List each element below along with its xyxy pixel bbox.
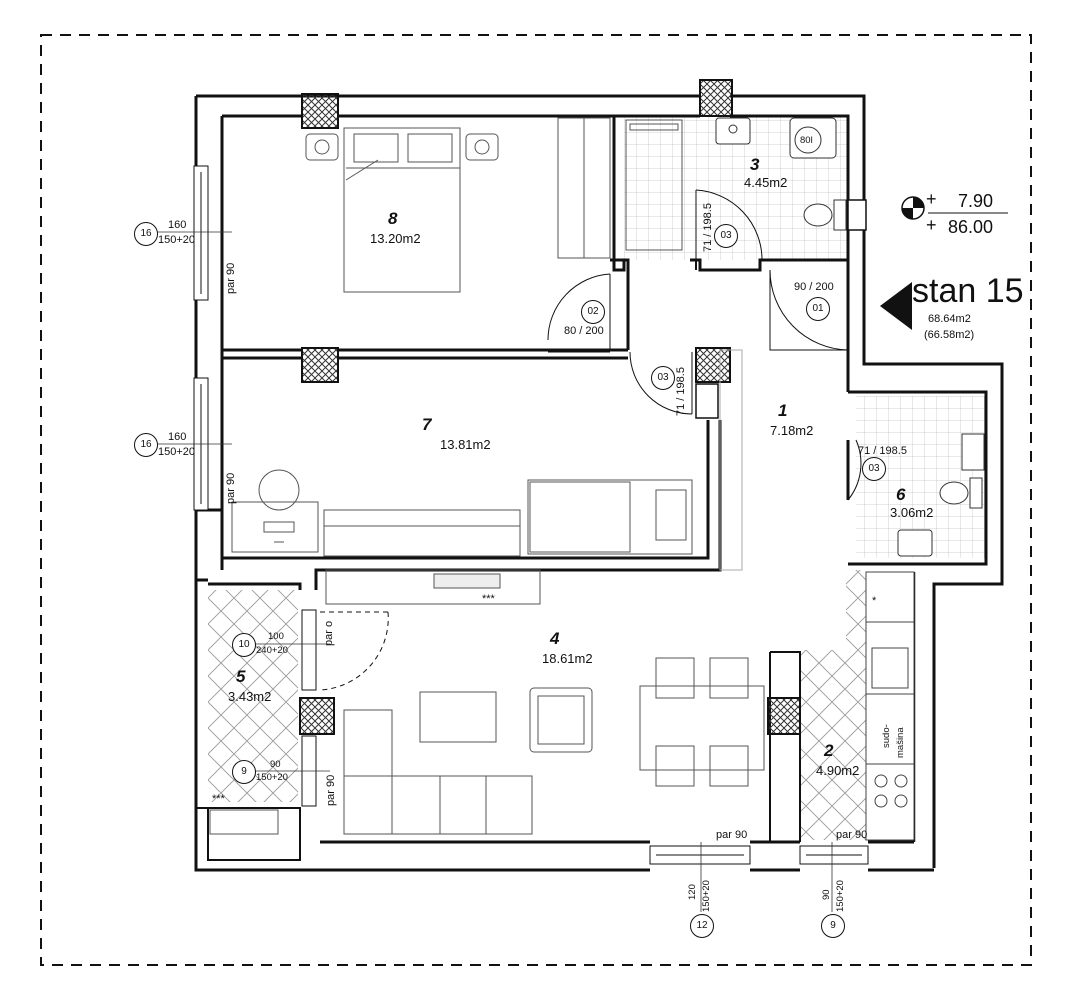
room-1-number: 1 (778, 401, 788, 420)
window-10-size: 100 (268, 631, 284, 642)
window-16b-height: 150+20 (158, 446, 196, 458)
window-16a-tag: 16 (134, 222, 158, 246)
door-02-size: 80 / 200 (564, 325, 604, 337)
room-5-number: 5 (236, 667, 246, 686)
window-16b-sill: par 90 (225, 472, 237, 504)
tag-leaders (155, 231, 833, 912)
room-3-number: 3 (750, 155, 760, 174)
boiler-label: 80l (800, 135, 813, 146)
window-9-kitchen-sill: par 90 (836, 829, 868, 841)
window-10-sill: par o (323, 620, 335, 646)
window-16a-size: 160 (168, 219, 187, 231)
unit-title: stan 15 (912, 272, 1024, 310)
door-02-tag: 02 (581, 300, 605, 324)
room-4-number: 4 (550, 629, 560, 648)
windows-frames (193, 165, 869, 865)
room-6-area: 3.06m2 (890, 505, 934, 520)
living-room-furniture (325, 569, 765, 835)
level-marker (901, 196, 1008, 220)
room-2-number: 2 (824, 741, 834, 760)
unit-area-net: 68.64m2 (928, 313, 971, 325)
door-01-size: 90 / 200 (794, 281, 834, 293)
entrance-arrow (880, 282, 912, 330)
balcony-bench (209, 809, 279, 835)
tv-marks: *** (482, 593, 495, 605)
dishwasher-label-1: sudo- (881, 724, 892, 748)
balcony-marks: *** (212, 793, 225, 805)
level-value-1: 7.90 (958, 191, 994, 211)
room-5-area: 3.43m2 (228, 689, 272, 704)
window-10-height: 240+20 (256, 645, 288, 656)
window-9-balcony-height: 150+20 (256, 772, 288, 783)
room-7-furniture (231, 349, 743, 571)
columns (299, 79, 801, 735)
walls (194, 94, 1004, 872)
door-swings (319, 189, 862, 691)
window-16a-height: 150+20 (158, 234, 196, 246)
door-01-tag: 01 (806, 297, 830, 321)
window-12-height: 150+20 (701, 880, 712, 912)
dishwasher-label-2: mašina (895, 727, 906, 758)
window-12-tag: 12 (690, 914, 714, 938)
shaft (847, 199, 867, 231)
window-16b-tag: 16 (134, 433, 158, 457)
room-8-area: 13.20m2 (370, 231, 421, 246)
site-boundary (40, 34, 1032, 966)
kitchen-tile (800, 650, 866, 840)
window-9-kitchen-size: 90 (821, 889, 832, 900)
window-10-tag: 10 (232, 633, 256, 657)
bedroom-8-furniture (305, 117, 683, 293)
window-9-kitchen-tag: 9 (821, 914, 845, 938)
room-1-area: 7.18m2 (770, 423, 814, 438)
kitchen-mark: * (872, 595, 877, 607)
door-03-wc-tag: 03 (862, 457, 886, 481)
room-4-area: 18.61m2 (542, 651, 593, 666)
window-9-balcony-tag: 9 (232, 760, 256, 784)
window-9-balcony-sill: par 90 (325, 774, 337, 806)
door-03-room7-tag: 03 (651, 366, 675, 390)
door-03-wc-size: 71 / 198.5 (858, 445, 907, 457)
window-9-kitchen-height: 150+20 (835, 880, 846, 912)
door-03-bath-size: 71 / 198.5 (702, 203, 714, 252)
window-16a-sill: par 90 (225, 262, 237, 294)
window-12-sill: par 90 (716, 829, 748, 841)
room-6-number: 6 (896, 485, 906, 504)
bathroom-3-fixtures (715, 117, 847, 231)
kitchen-entry-tile (846, 570, 866, 650)
level-value-2: 86.00 (948, 217, 994, 237)
room-3-area: 4.45m2 (744, 175, 788, 190)
shaft-2 (695, 383, 719, 419)
room-2-area: 4.90m2 (816, 763, 860, 778)
window-16b-size: 160 (168, 431, 187, 443)
window-12-size: 120 (687, 884, 698, 900)
unit-area-gross: (66.58m2) (924, 329, 975, 341)
kitchen-units (865, 571, 915, 841)
room-7-area: 13.81m2 (440, 437, 491, 452)
door-03-room7-size: 71 / 198.5 (675, 367, 687, 416)
wc-6-fixtures (897, 433, 985, 557)
room-7-number: 7 (422, 415, 432, 434)
room-8-number: 8 (388, 209, 398, 228)
level-plus-1: + (926, 189, 937, 209)
door-03-bath-tag: 03 (714, 224, 738, 248)
level-plus-2: + (926, 215, 937, 235)
window-9-balcony-size: 90 (270, 759, 281, 770)
